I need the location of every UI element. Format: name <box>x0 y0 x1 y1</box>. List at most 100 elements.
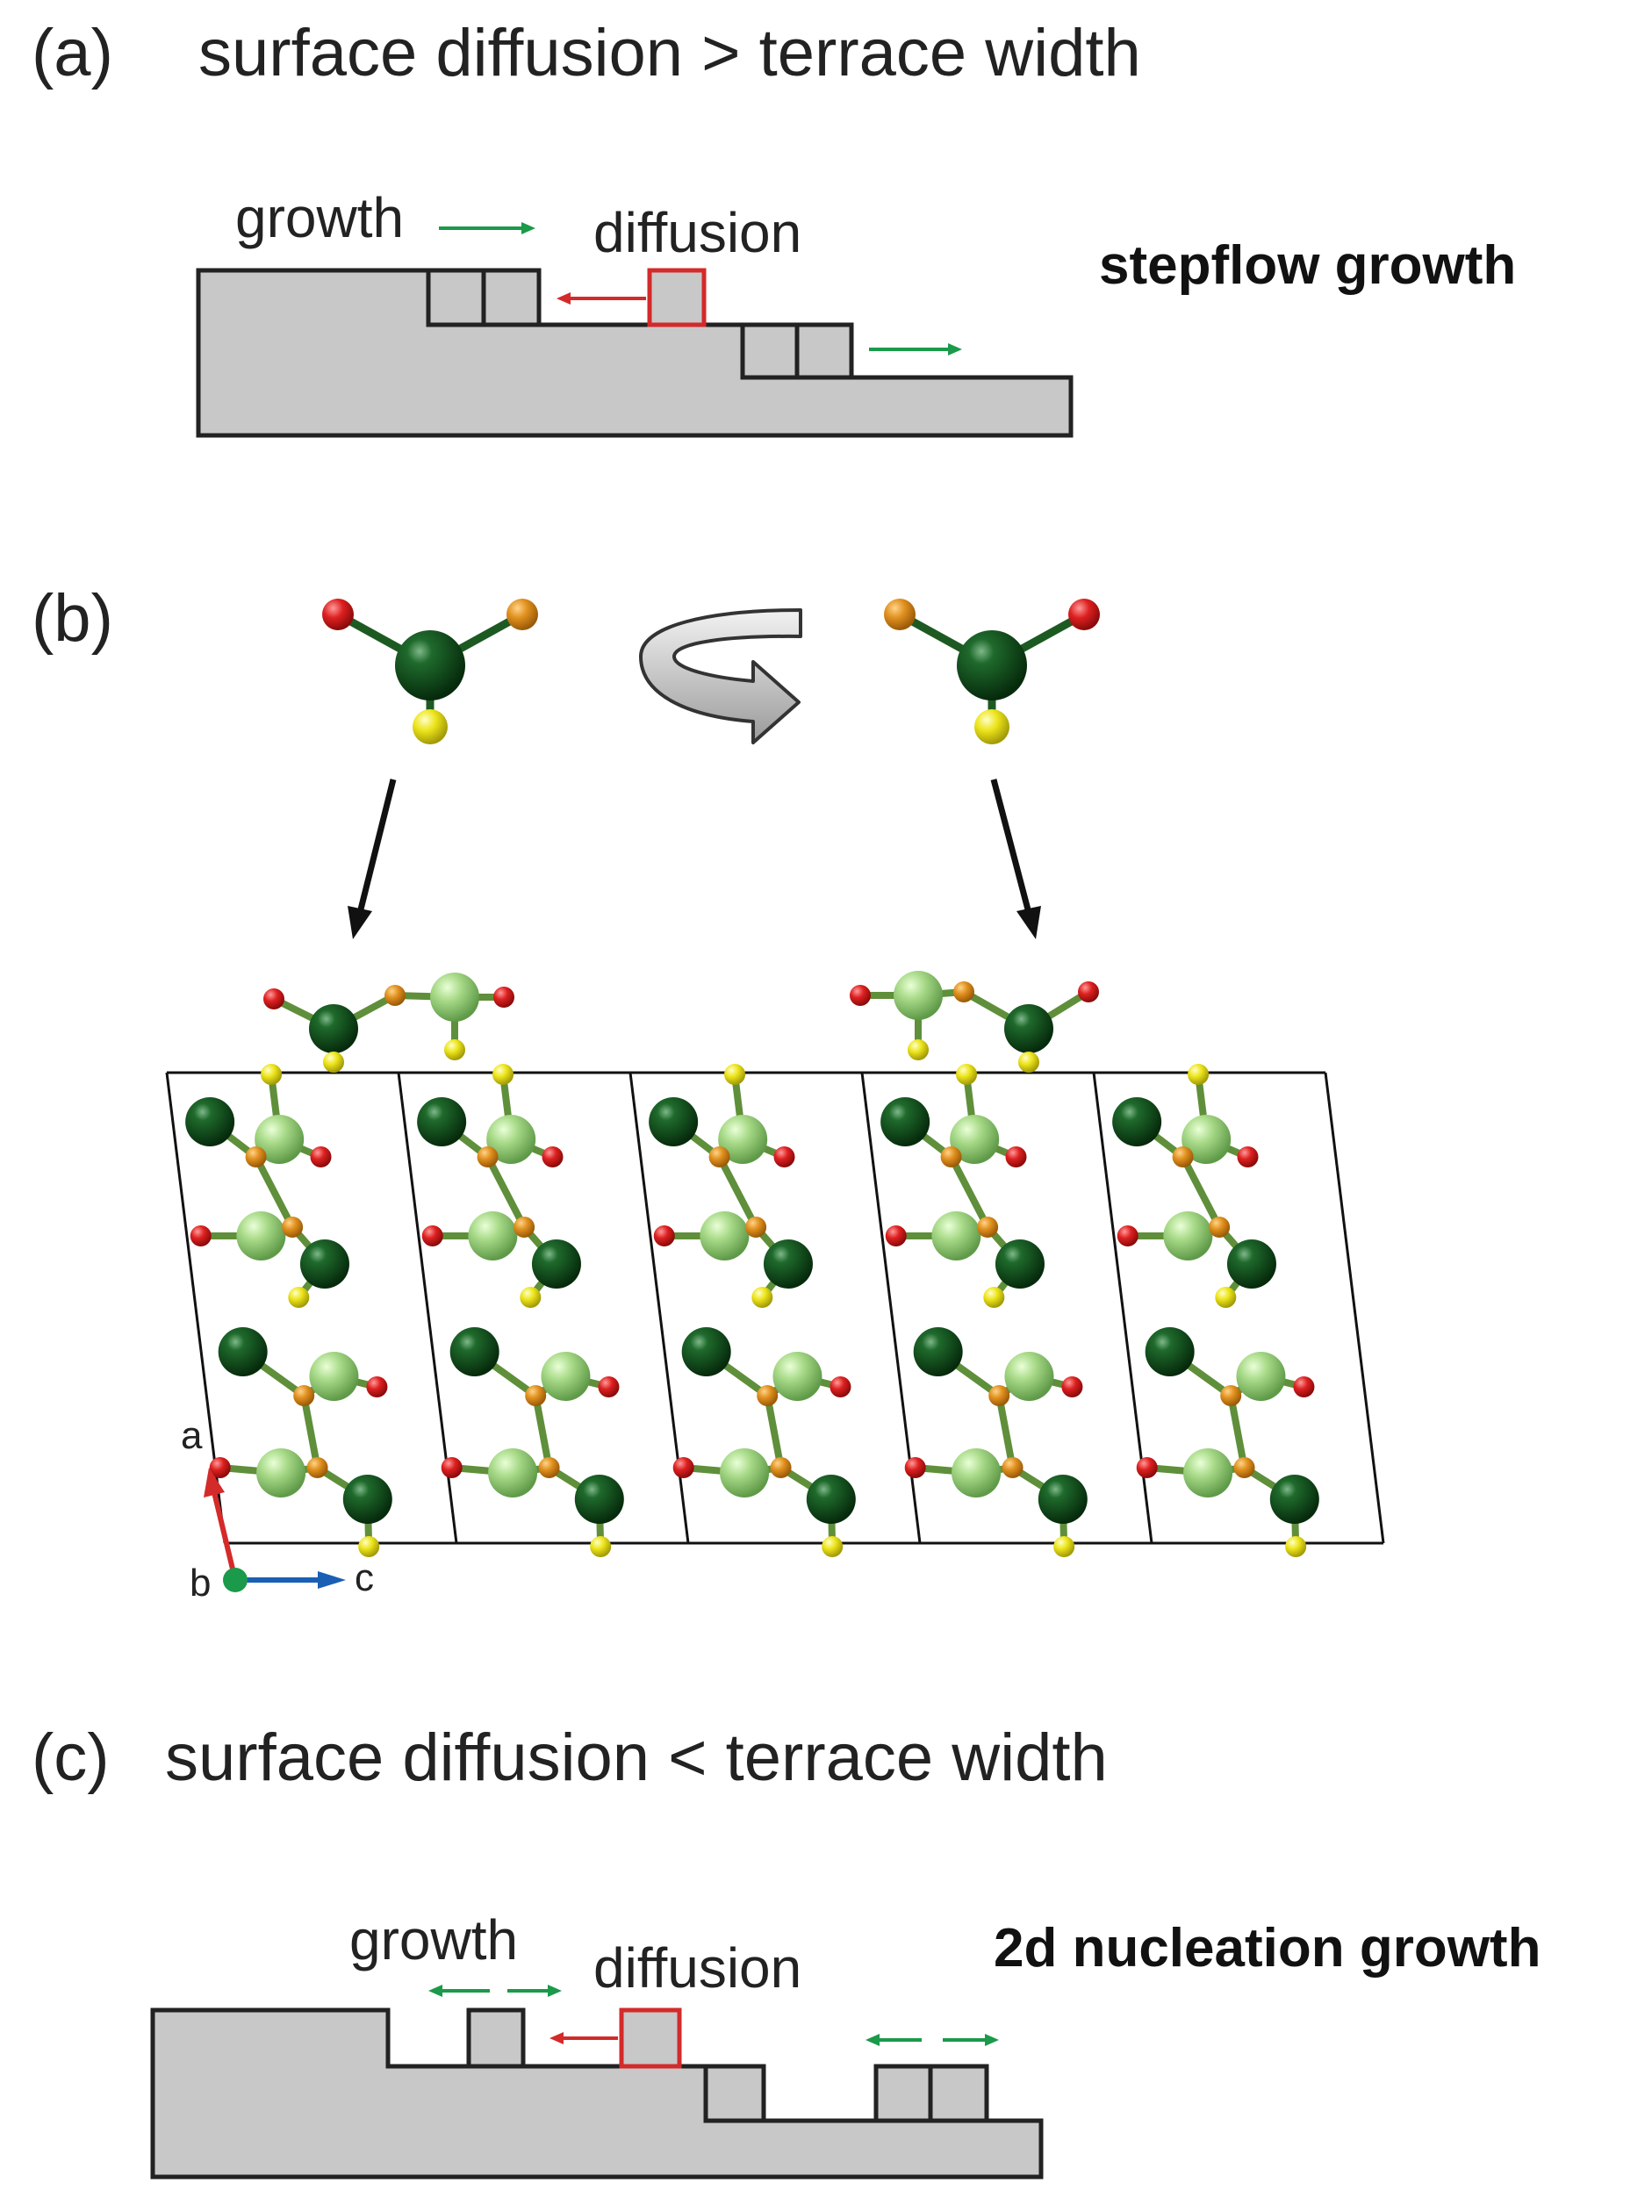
panel-c-tag: (c) <box>32 1720 110 1795</box>
growth-label: growth <box>349 1908 518 1971</box>
panel-a-tag: (a) <box>32 16 113 90</box>
metal-atom-light <box>950 1115 1000 1164</box>
carbon-atom <box>1220 1385 1242 1406</box>
oxygen-atom <box>1068 599 1100 630</box>
growth-arrow <box>439 222 535 234</box>
bond <box>252 1153 297 1231</box>
metal-atom-dark <box>1145 1327 1195 1376</box>
carbon-atom <box>884 599 916 630</box>
sulfur-atom <box>413 709 448 744</box>
metal-atom-dark <box>218 1327 268 1376</box>
metal-atom-light <box>1163 1211 1213 1260</box>
metal-atom-dark <box>681 1327 731 1376</box>
step-adatom <box>426 268 486 327</box>
diffusing-adatom <box>647 268 707 327</box>
metal-atom-dark <box>1226 1239 1276 1289</box>
carbon-atom <box>757 1385 779 1406</box>
metal-atom-dark <box>574 1475 624 1524</box>
carbon-atom <box>538 1457 560 1478</box>
bond <box>484 1153 528 1231</box>
metal-atom-light <box>1182 1115 1232 1164</box>
oxygen-atom <box>1237 1146 1259 1167</box>
oxygen-atom <box>885 1225 907 1246</box>
oxygen-atom <box>850 985 871 1006</box>
carbon-atom <box>1233 1457 1255 1478</box>
oxygen-atom <box>773 1146 795 1167</box>
oxygen-atom <box>190 1225 212 1246</box>
metal-atom-dark <box>1112 1097 1162 1146</box>
carbon-atom <box>245 1146 267 1167</box>
metal-atom-dark <box>299 1239 349 1289</box>
carbon-atom <box>506 599 538 630</box>
axes-indicator: a b c <box>181 1414 374 1605</box>
carbon-atom <box>1172 1146 1194 1167</box>
sulfur-atom <box>444 1039 465 1060</box>
sulfur-atom <box>974 709 1009 744</box>
oxygen-atom <box>1117 1225 1138 1246</box>
oxygen-atom <box>310 1146 332 1167</box>
axis-c-label: c <box>355 1556 374 1599</box>
panel-b-tag: (b) <box>32 581 113 656</box>
sulfur-atom <box>1285 1536 1307 1557</box>
carbon-atom <box>953 981 974 1002</box>
molecule-left <box>322 599 538 744</box>
oxygen-atom <box>1078 981 1099 1002</box>
bond <box>715 1153 760 1231</box>
metal-atom-light <box>772 1352 822 1401</box>
axis-b-dot <box>223 1568 248 1592</box>
panel-a-title: surface diffusion > terrace width <box>198 16 1141 90</box>
growth-arrow <box>869 343 962 356</box>
metal-atom-light <box>236 1211 286 1260</box>
sulfur-atom <box>1018 1052 1039 1073</box>
metal-atom-dark <box>185 1097 235 1146</box>
sulfur-atom <box>1188 1064 1210 1085</box>
oxygen-atom <box>322 599 354 630</box>
carbon-atom <box>514 1217 535 1238</box>
bond <box>764 1392 785 1471</box>
carbon-atom <box>770 1457 792 1478</box>
metal-atom-dark <box>649 1097 699 1146</box>
metal-atom <box>957 630 1027 700</box>
metal-atom-light <box>700 1211 750 1260</box>
sulfur-atom <box>1053 1536 1075 1557</box>
nucleation-island <box>928 2064 989 2123</box>
sulfur-atom <box>1215 1287 1237 1308</box>
oxygen-atom <box>366 1376 388 1397</box>
metal-atom-dark <box>995 1239 1045 1289</box>
metal-atom-light <box>255 1115 305 1164</box>
carbon-atom <box>1209 1217 1231 1238</box>
metal-atom-light <box>468 1211 518 1260</box>
carbon-atom <box>1002 1457 1024 1478</box>
oxygen-atom <box>263 988 284 1009</box>
sulfur-atom <box>956 1064 978 1085</box>
carbon-atom <box>708 1146 730 1167</box>
oxygen-atom <box>421 1225 443 1246</box>
sulfur-atom <box>983 1287 1005 1308</box>
rotation-arrow-icon <box>639 608 802 744</box>
step-adatom <box>703 2064 766 2123</box>
metal-atom-light <box>488 1448 538 1497</box>
sulfur-atom <box>358 1536 380 1557</box>
metal-atom-light <box>1236 1352 1286 1401</box>
oxygen-atom <box>1005 1146 1027 1167</box>
metal-atom-light <box>486 1115 536 1164</box>
sulfur-atom <box>492 1064 514 1085</box>
carbon-atom <box>940 1146 962 1167</box>
metal-atom-dark <box>806 1475 856 1524</box>
metal-atom-dark <box>1038 1475 1088 1524</box>
sulfur-atom <box>590 1536 612 1557</box>
metal-atom-light <box>256 1448 306 1497</box>
bond <box>1179 1153 1224 1231</box>
oxygen-atom <box>598 1376 620 1397</box>
mode-label: stepflow growth <box>1099 235 1516 296</box>
sulfur-atom <box>908 1039 929 1060</box>
metal-atom-light <box>309 1352 359 1401</box>
metal-atom-dark <box>880 1097 930 1146</box>
carbon-atom <box>745 1217 767 1238</box>
panel-a: (a) surface diffusion > terrace width gr… <box>32 16 1516 438</box>
oxygen-atom <box>542 1146 564 1167</box>
panel-c-title: surface diffusion < terrace width <box>165 1720 1108 1795</box>
growth-arrow <box>866 2034 999 2046</box>
metal-atom-dark <box>417 1097 467 1146</box>
metal-atom-dark <box>309 1004 358 1053</box>
